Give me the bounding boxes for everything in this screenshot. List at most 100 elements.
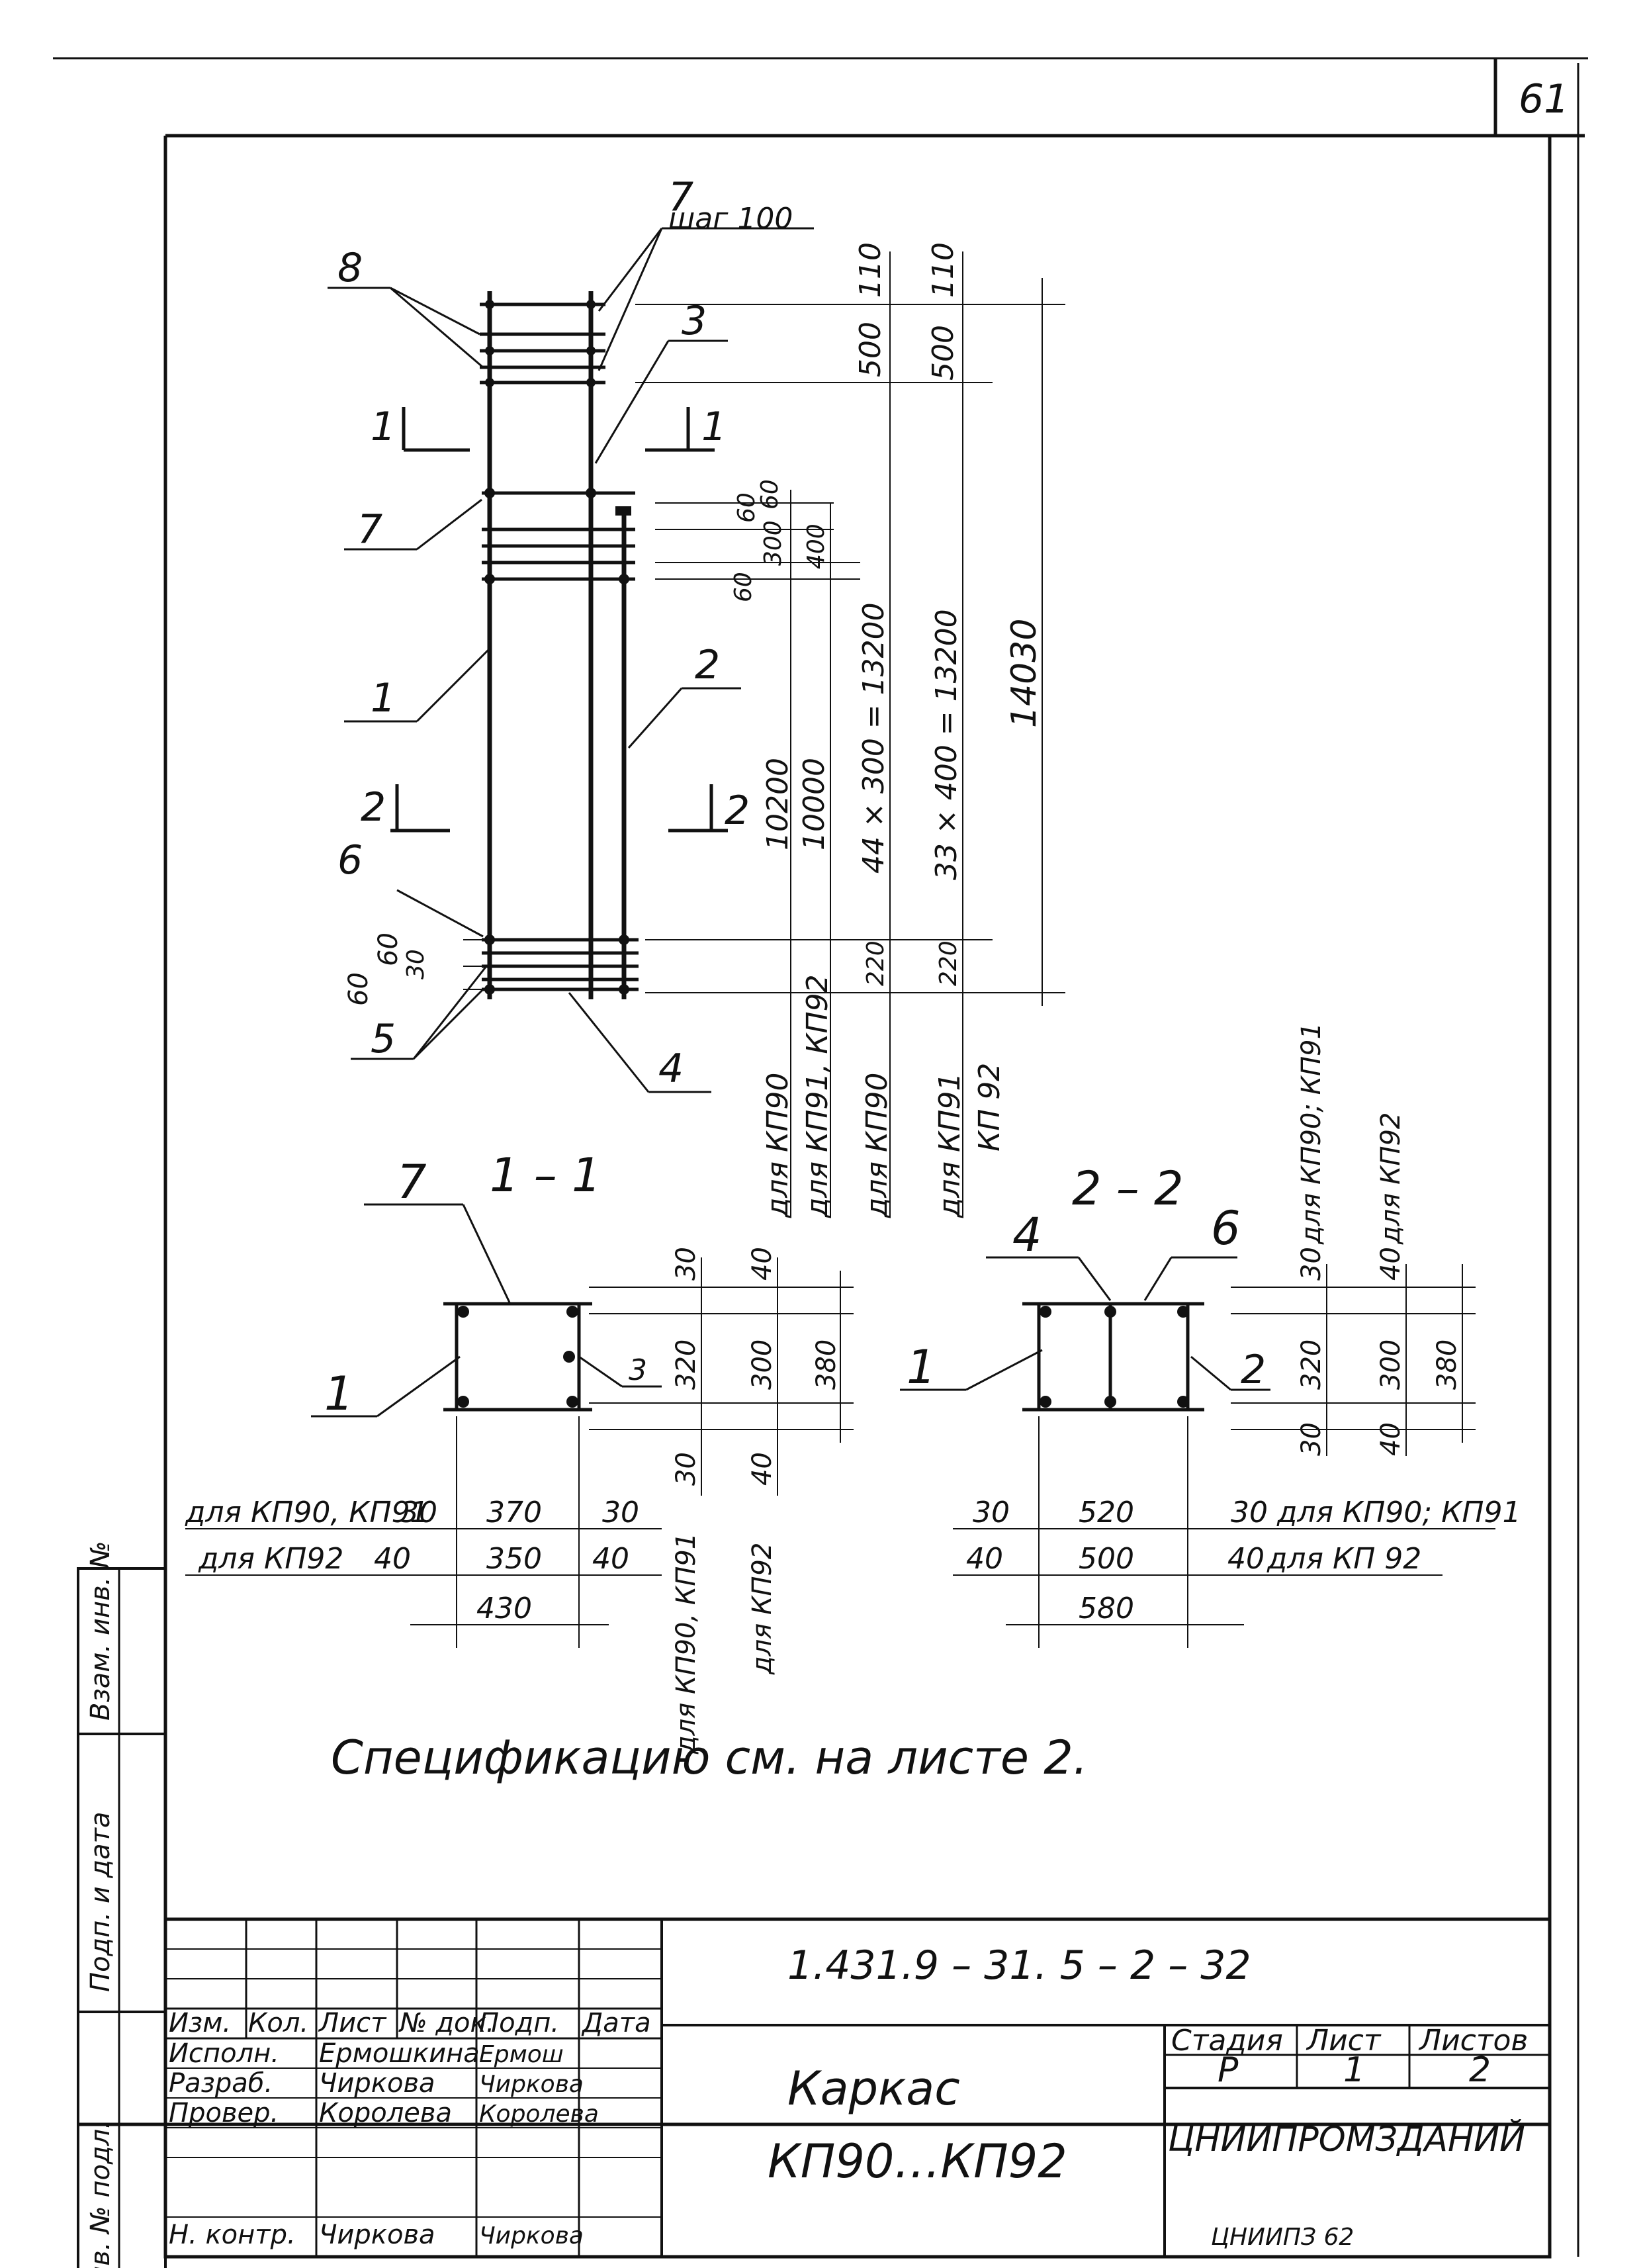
- tb-h-ndok: № док.: [398, 2008, 494, 2038]
- variant-kp91-92: для КП91, КП92: [801, 974, 834, 1218]
- dim-10200: 10200: [761, 758, 795, 850]
- s11-dim-300: 300: [747, 1339, 777, 1390]
- callout-1: 1: [371, 675, 396, 721]
- tb-h-kol: Кол.: [248, 2008, 308, 2038]
- s22-dim-30: 30: [1296, 1247, 1327, 1281]
- s11-callout-7: 7: [397, 1155, 427, 1209]
- side-stamp: Инв. № подл. Подп. и дата Взам. инв. №: [77, 1541, 167, 2268]
- stamp-inv-no: Инв. № подл.: [85, 2120, 116, 2268]
- s11-label-kp90-91: для КП90, КП91: [671, 1533, 701, 1754]
- tb-stage: Р: [1218, 2050, 1239, 2090]
- variant-kp90-b: для КП90: [860, 1073, 894, 1218]
- callout-7-mid: 7: [357, 506, 382, 553]
- s22-row1-mid: 520: [1079, 1496, 1134, 1529]
- s22-callout-6: 6: [1211, 1201, 1241, 1255]
- section-mark-1-right: 1: [701, 404, 727, 450]
- step-note: шаг 100: [668, 202, 793, 236]
- s22-callout-4: 4: [1012, 1208, 1042, 1262]
- variant-kp90-a: для КП90: [761, 1073, 795, 1218]
- s22-row2-mid: 500: [1079, 1542, 1134, 1576]
- elevation-view: 8 7 шаг 100 3 7 1 2 6 5 4 1 1: [328, 174, 1065, 1218]
- tb-name-3: Чиркова: [319, 2220, 435, 2250]
- dim-110a: 110: [854, 242, 887, 298]
- s22-dim-320: 320: [1296, 1339, 1327, 1390]
- dim-44x300: 44 × 300 = 13200: [857, 602, 891, 874]
- tb-stage-header: Стадия: [1171, 2024, 1283, 2058]
- section-mark-1-left: 1: [371, 404, 396, 450]
- s22-dim-30b: 30: [1296, 1422, 1327, 1456]
- tb-h-podp: Подп.: [479, 2008, 559, 2038]
- tb-sheet: 1: [1343, 2050, 1365, 2090]
- s22-row1-label: для КП90; КП91: [1276, 1496, 1521, 1529]
- dim-10000: 10000: [797, 758, 831, 850]
- tb-name-2: Королева: [319, 2098, 452, 2128]
- tb-sign-0: Ермош: [479, 2041, 564, 2068]
- s22-label-kp90-91: для КП90; КП91: [1296, 1022, 1327, 1245]
- section-1-1-title: 1 – 1: [490, 1148, 601, 1202]
- s11-row1-mid: 370: [486, 1496, 542, 1529]
- tb-sheets-header: Листов: [1418, 2024, 1528, 2058]
- s11-row2-left: 40: [374, 1542, 411, 1576]
- tb-role-3: Н. контр.: [169, 2220, 296, 2250]
- variant-kp91: для КП91: [933, 1073, 967, 1218]
- s11-row2-label: для КП92: [198, 1542, 343, 1576]
- dim-500a: 500: [854, 322, 887, 377]
- callout-2: 2: [695, 642, 720, 688]
- under-note: ЦНИИПЗ 62: [1211, 2224, 1354, 2251]
- dim-220a: 220: [862, 940, 889, 986]
- dim-left-60b: 60: [373, 932, 404, 966]
- dim-500b: 500: [926, 325, 960, 381]
- dim-110b: 110: [926, 242, 960, 298]
- tb-role-2: Провер.: [169, 2098, 279, 2128]
- s11-dim-40: 40: [747, 1247, 777, 1281]
- s22-row2-left: 40: [966, 1542, 1003, 1576]
- dim-60c: 60: [756, 479, 783, 510]
- s22-row1-left: 30: [973, 1496, 1010, 1529]
- title-block: Изм. Кол. Лист № док. Подп. Дата Исполн.…: [163, 1917, 1552, 2259]
- s22-row1-right: 30: [1231, 1496, 1268, 1529]
- sheet-number: 61: [1519, 76, 1569, 122]
- callout-8: 8: [337, 245, 363, 291]
- tb-name-1: Чиркова: [319, 2068, 435, 2099]
- dim-left-60a: 60: [343, 972, 374, 1006]
- tb-h-data: Дата: [581, 2008, 651, 2038]
- tb-h-list: Лист: [318, 2008, 387, 2038]
- s22-label-kp92: для КП92: [1376, 1112, 1406, 1245]
- s11-dim-40b: 40: [747, 1452, 777, 1486]
- s22-dim-300: 300: [1376, 1339, 1406, 1390]
- s11-total: 430: [476, 1592, 532, 1625]
- tb-h-izm: Изм.: [169, 2008, 231, 2038]
- tb-sign-3: Чиркова: [479, 2222, 584, 2249]
- s22-dim-380: 380: [1432, 1339, 1462, 1390]
- dim-400: 400: [803, 523, 830, 569]
- s11-row1-left: 30: [400, 1496, 437, 1529]
- tb-title-line1: Каркас: [787, 2062, 960, 2116]
- dim-300: 300: [760, 520, 787, 566]
- callout-5: 5: [371, 1016, 396, 1062]
- tb-role-0: Исполн.: [169, 2038, 279, 2069]
- callout-7-top: 7: [668, 174, 693, 220]
- spec-note: Спецификацию см. на листе 2.: [331, 1731, 1088, 1785]
- s11-row1-right: 30: [602, 1496, 639, 1529]
- tb-sheets: 2: [1469, 2050, 1491, 2090]
- dim-14030: 14030: [1004, 619, 1044, 728]
- tb-name-0: Ермошкина: [319, 2038, 480, 2069]
- s22-dim-40: 40: [1376, 1422, 1406, 1456]
- tb-doc-code: 1.431.9 – 31. 5 – 2 – 32: [787, 1942, 1251, 1989]
- callout-3: 3: [682, 298, 707, 344]
- tb-sign-2: Королева: [479, 2101, 599, 2128]
- s22-row2-label: для КП 92: [1266, 1542, 1421, 1576]
- s11-callout-3: 3: [629, 1353, 647, 1387]
- dim-60a: 60: [730, 572, 757, 602]
- stamp-sign-date: Подп. и дата: [85, 1812, 116, 1992]
- s22-row2-right: 40: [1227, 1542, 1265, 1576]
- s22-total: 580: [1079, 1592, 1134, 1625]
- s11-label-kp92: для КП92: [747, 1543, 777, 1675]
- tb-sheet-header: Лист: [1306, 2024, 1382, 2058]
- dim-220b: 220: [935, 940, 962, 986]
- variant-kp92: КП 92: [973, 1063, 1006, 1152]
- section-2-2-title: 2 – 2: [1072, 1161, 1184, 1216]
- tb-sign-1: Чиркова: [479, 2071, 584, 2098]
- dim-left-30: 30: [402, 949, 429, 979]
- s11-row1-label: для КП90, КП91: [185, 1496, 429, 1529]
